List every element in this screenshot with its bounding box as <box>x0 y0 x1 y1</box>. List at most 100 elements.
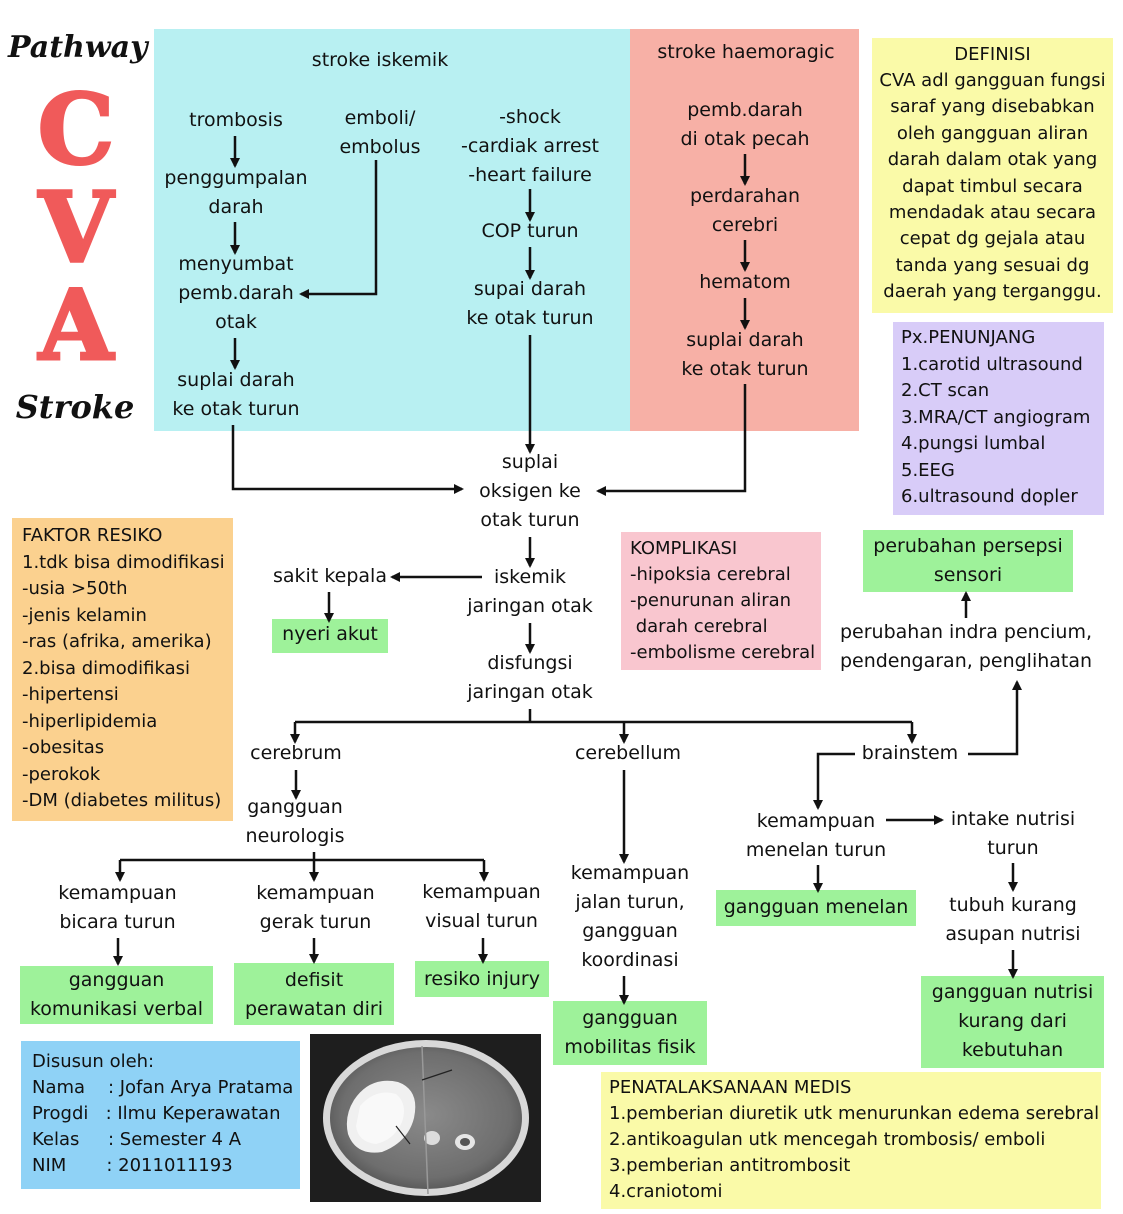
cop-turun: COP turun <box>481 220 579 242</box>
komplikasi-item-3: darah cerebral <box>630 616 768 637</box>
komplikasi-heading: KOMPLIKASI <box>630 538 738 559</box>
author-kelas: Kelas : Semester 4 A <box>32 1129 242 1150</box>
komplikasi-item-1: -hipoksia cerebral <box>630 564 791 585</box>
faktor-item-2: -usia >50th <box>22 578 128 599</box>
penatalaksanaan-item-4: 4.craniotomi <box>609 1181 723 1202</box>
faktor-item-3: -jenis kelamin <box>22 605 147 626</box>
cerebellum-label: cerebellum <box>574 742 682 764</box>
arrow-suplai-iskemik <box>231 425 464 494</box>
gangguan-mobilitas: gangguan mobilitas fisik <box>564 1007 696 1058</box>
penatalaksanaan-item-2: 2.antikoagulan utk mencegah trombosis/ e… <box>609 1129 1046 1150</box>
suplai-darah-iskemik: suplai darah ke otak turun <box>172 369 300 420</box>
trombosis: trombosis <box>189 109 283 131</box>
komplikasi-panel <box>621 532 821 670</box>
faktor-resiko-panel <box>12 518 233 821</box>
faktor-item-4: -ras (afrika, amerika) <box>22 631 212 652</box>
arrow-suplai-haemoragic <box>596 384 747 496</box>
penunjang-item-2: 2.CT scan <box>901 380 990 401</box>
title-letter-a: A <box>37 269 114 382</box>
cerebrum-label: cerebrum <box>250 742 342 764</box>
faktor-item-6: -hipertensi <box>22 684 119 705</box>
perubahan-persepsi: perubahan persepsi sensori <box>873 535 1063 586</box>
resiko-injury: resiko injury <box>424 968 540 990</box>
penatalaksanaan-panel <box>601 1072 1101 1209</box>
perubahan-indra: perubahan indra pencium, pendengaran, pe… <box>839 621 1093 672</box>
suplai-oksigen: suplai oksigen ke otak turun <box>479 451 581 531</box>
defisit-box <box>234 963 394 1025</box>
definisi-body: CVA adl gangguan fungsi saraf yang diseb… <box>879 70 1106 303</box>
faktor-item-1: 1.tdk bisa dimodifikasi <box>22 552 225 573</box>
mobilitas-box <box>553 1001 707 1065</box>
title-pathway: Pathway <box>8 30 148 65</box>
gangguan-menelan: gangguan menelan <box>723 896 909 918</box>
penunjang-item-1: 1.carotid ultrasound <box>901 354 1083 375</box>
author-progdi: Progdi : Ilmu Keperawatan <box>32 1103 281 1124</box>
penunjang-item-6: 6.ultrasound dopler <box>901 486 1078 507</box>
defisit-perawatan: defisit perawatan diri <box>245 969 383 1020</box>
kemampuan-visual: kemampuan visual turun <box>422 881 541 932</box>
kemampuan-jalan: kemampuan jalan turun, gangguan koordina… <box>570 862 690 971</box>
title-letter-v: V <box>37 171 114 284</box>
nyeri-akut: nyeri akut <box>282 623 378 645</box>
komunikasi-box <box>20 966 213 1024</box>
komplikasi-item-2: -penurunan aliran <box>630 590 792 611</box>
penatalaksanaan-heading: PENATALAKSANAAN MEDIS <box>609 1077 852 1098</box>
shock-cardiac: -shock -cardiak arrest -heart failure <box>460 106 599 186</box>
title-letter-c: C <box>36 73 115 186</box>
definisi-heading: DEFINISI <box>954 44 1031 65</box>
kemampuan-bicara: kemampuan bicara turun <box>58 882 177 933</box>
supai-darah: supai darah ke otak turun <box>466 278 594 329</box>
gangguan-neurologis: gangguan neurologis <box>245 796 345 847</box>
penatalaksanaan-item-3: 3.pemberian antitrombosit <box>609 1155 851 1176</box>
nutrisi-box <box>921 976 1104 1068</box>
faktor-heading: FAKTOR RESIKO <box>22 525 163 546</box>
stroke-haemoragic-panel <box>630 29 859 431</box>
hematom: hematom <box>699 271 791 293</box>
faktor-item-10: -DM (diabetes militus) <box>22 790 222 811</box>
haemoragic-header: stroke haemoragic <box>657 41 835 63</box>
faktor-item-7: -hiperlipidemia <box>22 711 158 732</box>
ct-scan-image <box>310 1034 541 1202</box>
author-nim: NIM : 2011011193 <box>32 1155 233 1176</box>
penggumpalan-darah: penggumpalan darah <box>164 167 308 218</box>
gangguan-komunikasi: gangguan komunikasi verbal <box>29 969 204 1020</box>
emboli-embolus: emboli/ embolus <box>339 107 421 158</box>
injury-box <box>415 961 549 997</box>
faktor-item-9: -perokok <box>22 764 101 785</box>
penunjang-heading: Px.PENUNJANG <box>901 327 1036 348</box>
gangguan-nutrisi: gangguan nutrisi kurang dari kebutuhan <box>931 981 1094 1061</box>
pembuluh-pecah: pemb.darah di otak pecah <box>680 99 810 150</box>
iskemik-jaringan: iskemik jaringan otak <box>467 566 593 617</box>
menelan-box <box>716 890 916 926</box>
iskemik-header: stroke iskemik <box>311 49 449 71</box>
disfungsi-jaringan: disfungsi jaringan otak <box>467 652 593 703</box>
penunjang-item-3: 3.MRA/CT angiogram <box>901 407 1091 428</box>
author-heading: Disusun oleh: <box>32 1051 155 1072</box>
arrow-brainstem-indra <box>968 680 1022 756</box>
kemampuan-gerak: kemampuan gerak turun <box>256 882 375 933</box>
brainstem-label: brainstem <box>861 742 959 764</box>
persepsi-box <box>863 530 1073 592</box>
kemampuan-menelan: kemampuan menelan turun <box>745 810 887 861</box>
intake-nutrisi: intake nutrisi turun <box>950 808 1076 859</box>
penunjang-item-4: 4.pungsi lumbal <box>901 433 1046 454</box>
faktor-item-8: -obesitas <box>22 737 105 758</box>
penatalaksanaan-item-1: 1.pemberian diuretik utk menurunkan edem… <box>609 1103 1100 1124</box>
penunjang-panel <box>893 322 1104 515</box>
arrow-brainstem-menelan <box>813 752 855 810</box>
title-stroke: Stroke <box>15 388 135 426</box>
author-panel <box>21 1041 300 1189</box>
nyeri-akut-box <box>272 619 388 653</box>
tubuh-kurang-nutrisi: tubuh kurang asupan nutrisi <box>945 894 1081 945</box>
suplai-darah-haemoragic: suplai darah ke otak turun <box>681 329 809 380</box>
arrow-emboli <box>299 160 378 299</box>
perdarahan-cerebri: perdarahan cerebri <box>689 185 801 236</box>
author-nama: Nama : Jofan Arya Pratama <box>32 1077 294 1098</box>
sakit-kepala: sakit kepala <box>273 565 387 587</box>
menyumbat-pembuluh: menyumbat pemb.darah otak <box>178 253 294 333</box>
komplikasi-item-4: -embolisme cerebral <box>630 642 816 663</box>
penunjang-item-5: 5.EEG <box>901 460 955 481</box>
faktor-item-5: 2.bisa dimodifikasi <box>22 658 190 679</box>
definisi-panel <box>872 38 1113 313</box>
